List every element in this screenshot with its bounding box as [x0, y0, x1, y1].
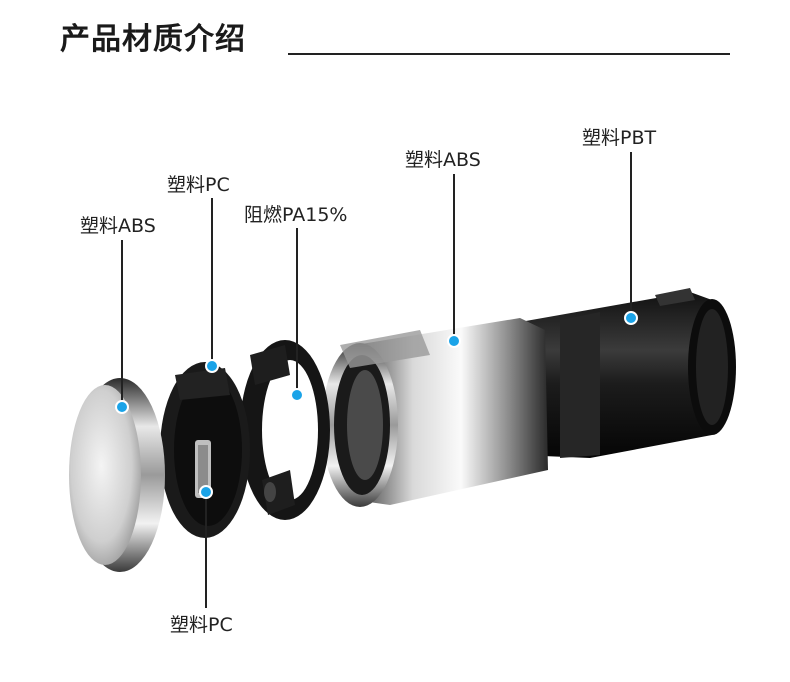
marker-body [625, 312, 637, 324]
marker-sleeve [448, 335, 460, 347]
callout-pc-top-material: 塑料PC [167, 173, 230, 197]
marker-pc-top [206, 360, 218, 372]
marker-cap [116, 401, 128, 413]
marker-pc-bottom [200, 486, 212, 498]
callout-cap-material: 塑料ABS [80, 214, 156, 238]
callout-pc-bottom-material: 塑料PC [170, 613, 233, 637]
callout-sleeve-material: 塑料ABS [405, 148, 481, 172]
callout-ring-material: 阻燃PA15% [244, 203, 347, 227]
marker-ring [291, 389, 303, 401]
pa-ring-part [240, 340, 330, 520]
abs-sleeve-part [322, 318, 548, 507]
callout-body-material: 塑料PBT [582, 126, 656, 150]
